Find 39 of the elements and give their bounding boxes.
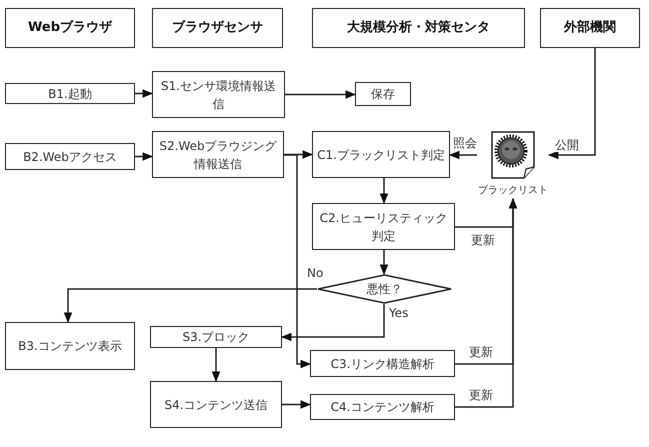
process-box: S4.コンテンツ送信 (150, 381, 282, 428)
arrow (380, 178, 388, 204)
arrow (548, 48, 596, 160)
process-box: C1.ブラックリスト判定 (312, 131, 450, 178)
process-box: 保存 (355, 82, 411, 106)
edge-label: 公開 (554, 138, 580, 152)
edge-label: 更新 (470, 233, 496, 248)
icon-caption: ブラックリスト (478, 184, 548, 198)
edge-label: 更新 (468, 345, 494, 360)
process-box: B3.コンテンツ表示 (5, 322, 135, 370)
arrow (448, 150, 477, 160)
arrow (285, 90, 356, 99)
arrow (64, 288, 317, 324)
edge-label: 更新 (468, 388, 494, 402)
arrow (284, 150, 314, 159)
lane-header: Webブラウザ (5, 8, 135, 48)
arrow (280, 304, 385, 342)
edge-label: Yes (388, 306, 410, 320)
process-box: S2.Webブラウジング情報送信 (152, 131, 284, 178)
arrow (135, 152, 154, 161)
process-box: B2.Webアクセス (5, 143, 135, 170)
lane-header: 大規模分析・対策センタ (312, 8, 525, 48)
decision-label: 悪性？ (366, 281, 402, 298)
process-box: C4.コンテンツ解析 (310, 394, 455, 420)
arrow (380, 250, 388, 276)
process-box: C2.ヒューリスティック判定 (312, 203, 455, 250)
process-box: C3.リンク構造解析 (310, 350, 455, 377)
process-box: S3.ブロック (150, 326, 282, 348)
process-box: B1.起動 (5, 83, 135, 104)
edge-label: 照会 (452, 136, 478, 150)
lane-header: 外部機関 (540, 8, 640, 48)
edge-label: No (306, 266, 324, 280)
arrow (135, 89, 154, 98)
arrow (212, 348, 220, 382)
process-box: S1.センサ環境情報送信 (152, 71, 285, 118)
arrow (455, 198, 518, 408)
lane-header: ブラウザセンサ (152, 8, 283, 48)
arrow (284, 154, 312, 368)
arrow (282, 400, 312, 409)
